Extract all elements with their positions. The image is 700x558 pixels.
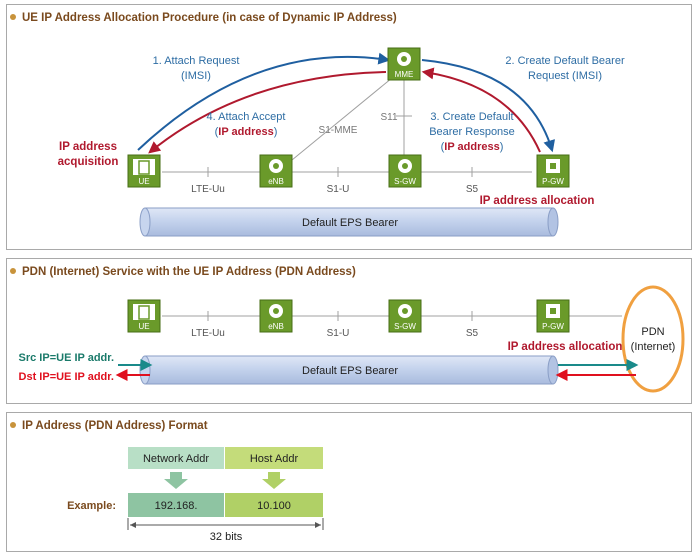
example-network-value: 192.168. — [128, 493, 224, 517]
bits-dimension: 32 bits — [127, 518, 324, 543]
create-bearer-response-arrow — [421, 67, 541, 153]
dst-ip-label: Dst IP=UE IP addr. — [19, 371, 114, 383]
enb-node: eNB — [259, 154, 293, 188]
svg-text:(Internet): (Internet) — [631, 341, 676, 353]
svg-text:PDN: PDN — [641, 326, 664, 338]
msg2-line2: Request (IMSI) — [528, 70, 602, 82]
network-down-arrow — [164, 472, 188, 489]
src-ip-label: Src IP=UE IP addr. — [19, 352, 114, 364]
host-down-arrow — [262, 472, 286, 489]
s11-label: S11 — [380, 112, 397, 123]
ip-acquisition-line1: IP address — [59, 141, 117, 153]
msg3-line1: 3. Create Default — [430, 111, 513, 123]
svg-text:MME: MME — [395, 70, 414, 79]
ip-format-panel — [6, 412, 692, 552]
svg-text:192.168.: 192.168. — [155, 500, 198, 512]
msg4-line1: 4. Attach Accept — [207, 111, 286, 123]
default-eps-bearer-1: Default EPS Bearer — [139, 207, 559, 237]
default-eps-bearer-2: Default EPS Bearer — [139, 355, 559, 385]
ip-format-title: IP Address (PDN Address) Format — [10, 420, 208, 432]
pgw-node: P-GW — [536, 154, 570, 188]
svg-text:S-GW: S-GW — [394, 177, 416, 186]
svg-text:eNB: eNB — [268, 177, 284, 186]
ue-node: UE — [127, 154, 161, 188]
msg3-line3: (IP address) — [441, 141, 504, 153]
svg-text:P-GW: P-GW — [542, 177, 564, 186]
svg-text:eNB: eNB — [268, 322, 284, 331]
svg-text:Host Addr: Host Addr — [250, 453, 299, 465]
svg-text:S-GW: S-GW — [394, 322, 416, 331]
ue-node-2: UE — [127, 299, 161, 333]
attach-request-arrow — [137, 52, 391, 151]
lte-uu-label-2: LTE-Uu — [191, 328, 225, 339]
svg-text:10.100: 10.100 — [257, 500, 291, 512]
attach-accept-arrow — [148, 71, 387, 154]
pdn-service-title: PDN (Internet) Service with the UE IP Ad… — [10, 266, 356, 278]
ip-allocation-label: IP address allocation — [480, 195, 595, 207]
s1u-label: S1-U — [327, 184, 350, 195]
sgw-node-2: S-GW — [388, 299, 422, 333]
mme-node: MME — [387, 47, 421, 81]
msg4-line2: (IP address) — [215, 126, 278, 138]
msg1-line2: (IMSI) — [181, 70, 211, 82]
svg-text:32 bits: 32 bits — [210, 531, 243, 543]
msg2-line1: 2. Create Default Bearer — [505, 55, 625, 67]
ip-allocation-label-2: IP address allocation — [508, 341, 623, 353]
pgw-node-2: P-GW — [536, 299, 570, 333]
allocation-procedure-title: UE IP Address Allocation Procedure (in c… — [10, 12, 397, 24]
lte-uu-label: LTE-Uu — [191, 184, 225, 195]
svg-text:Default EPS Bearer: Default EPS Bearer — [302, 365, 398, 377]
s1u-label-2: S1-U — [327, 328, 350, 339]
svg-text:UE: UE — [138, 322, 149, 331]
sgw-node: S-GW — [388, 154, 422, 188]
example-host-value: 10.100 — [225, 493, 323, 517]
enb-node-2: eNB — [259, 299, 293, 333]
network-addr-header: Network Addr — [128, 447, 224, 469]
svg-text:Default EPS Bearer: Default EPS Bearer — [302, 217, 398, 229]
svg-text:P-GW: P-GW — [542, 322, 564, 331]
host-addr-header: Host Addr — [225, 447, 323, 469]
panel1-links — [162, 77, 532, 177]
example-label: Example: — [67, 500, 116, 512]
create-bearer-request-arrow — [421, 59, 555, 153]
s5-label: S5 — [466, 184, 479, 195]
svg-text:Network Addr: Network Addr — [143, 453, 209, 465]
s5-label-2: S5 — [466, 328, 479, 339]
svg-text:UE: UE — [138, 177, 149, 186]
msg3-line2: Bearer Response — [429, 126, 515, 138]
msg1-line1: 1. Attach Request — [153, 55, 240, 67]
ip-acquisition-line2: acquisition — [58, 156, 119, 168]
s1mme-label: S1-MME — [319, 125, 358, 136]
